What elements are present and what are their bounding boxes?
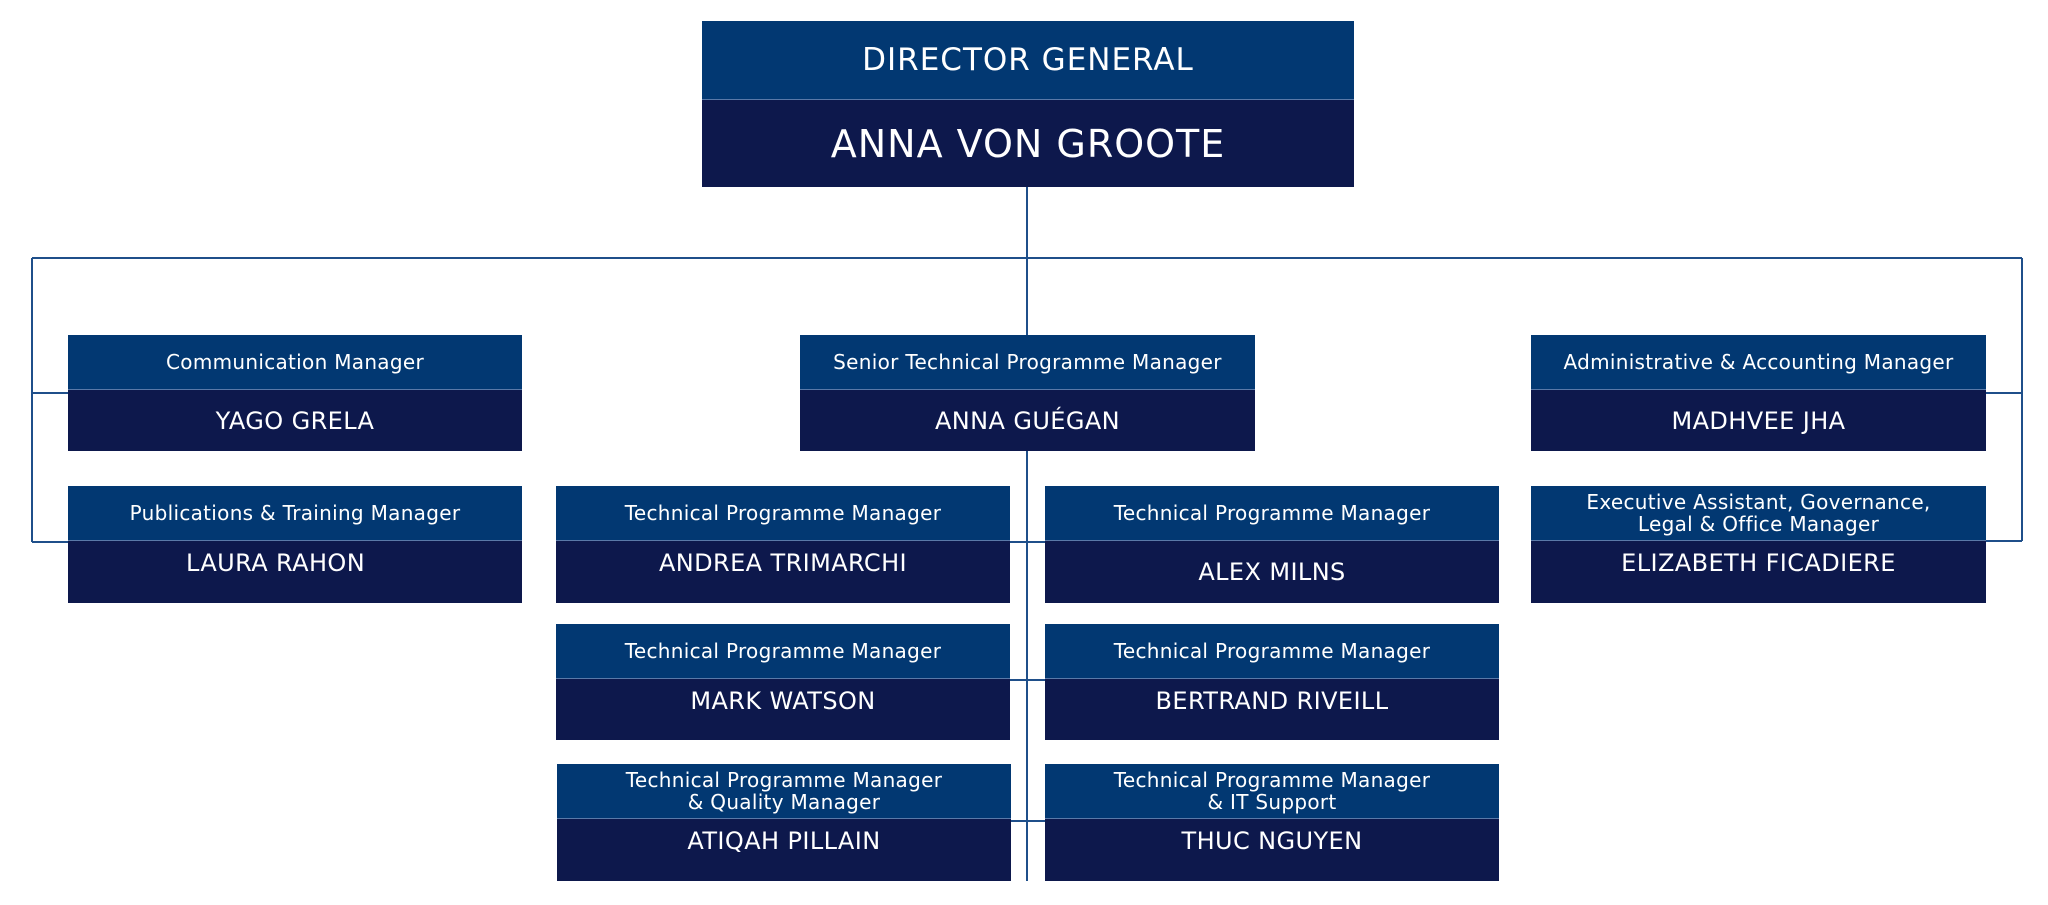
role-label: Technical Programme Manager: [556, 486, 1010, 541]
person-name: ALEX MILNS: [1045, 541, 1499, 603]
person-name: YAGO GRELA: [68, 390, 522, 451]
technical-manager-box: Technical Programme Manager ALEX MILNS: [1045, 486, 1499, 603]
role-label: Communication Manager: [68, 335, 522, 390]
person-name: ANDREA TRIMARCHI: [556, 541, 1010, 603]
communication-manager-box: Communication Manager YAGO GRELA: [68, 335, 522, 451]
person-name: ATIQAH PILLAIN: [557, 819, 1011, 881]
role-label: Technical Programme Manager: [1045, 624, 1499, 679]
role-label: Administrative & Accounting Manager: [1531, 335, 1986, 390]
technical-manager-box: Technical Programme Manager MARK WATSON: [556, 624, 1010, 740]
director-role: DIRECTOR GENERAL: [702, 21, 1354, 100]
role-label: Technical Programme Manager & Quality Ma…: [557, 764, 1011, 819]
role-label: Technical Programme Manager: [1045, 486, 1499, 541]
director-box: DIRECTOR GENERAL ANNA VON GROOTE: [702, 21, 1354, 187]
person-name: MARK WATSON: [556, 679, 1010, 740]
person-name: BERTRAND RIVEILL: [1045, 679, 1499, 740]
technical-manager-box: Technical Programme Manager BERTRAND RIV…: [1045, 624, 1499, 740]
publications-manager-box: Publications & Training Manager LAURA RA…: [68, 486, 522, 603]
role-label: Senior Technical Programme Manager: [800, 335, 1255, 390]
senior-manager-box: Senior Technical Programme Manager ANNA …: [800, 335, 1255, 451]
role-label: Technical Programme Manager & IT Support: [1045, 764, 1499, 819]
role-label: Technical Programme Manager: [556, 624, 1010, 679]
administrative-manager-box: Administrative & Accounting Manager MADH…: [1531, 335, 1986, 451]
person-name: MADHVEE JHA: [1531, 390, 1986, 451]
person-name: LAURA RAHON: [68, 541, 522, 603]
person-name: ANNA GUÉGAN: [800, 390, 1255, 451]
person-name: ELIZABETH FICADIERE: [1531, 541, 1986, 603]
it-support-manager-box: Technical Programme Manager & IT Support…: [1045, 764, 1499, 881]
role-label: Publications & Training Manager: [68, 486, 522, 541]
quality-manager-box: Technical Programme Manager & Quality Ma…: [557, 764, 1011, 881]
director-name: ANNA VON GROOTE: [702, 100, 1354, 187]
person-name: THUC NGUYEN: [1045, 819, 1499, 881]
technical-manager-box: Technical Programme Manager ANDREA TRIMA…: [556, 486, 1010, 603]
executive-assistant-box: Executive Assistant, Governance, Legal &…: [1531, 486, 1986, 603]
role-label: Executive Assistant, Governance, Legal &…: [1531, 486, 1986, 541]
